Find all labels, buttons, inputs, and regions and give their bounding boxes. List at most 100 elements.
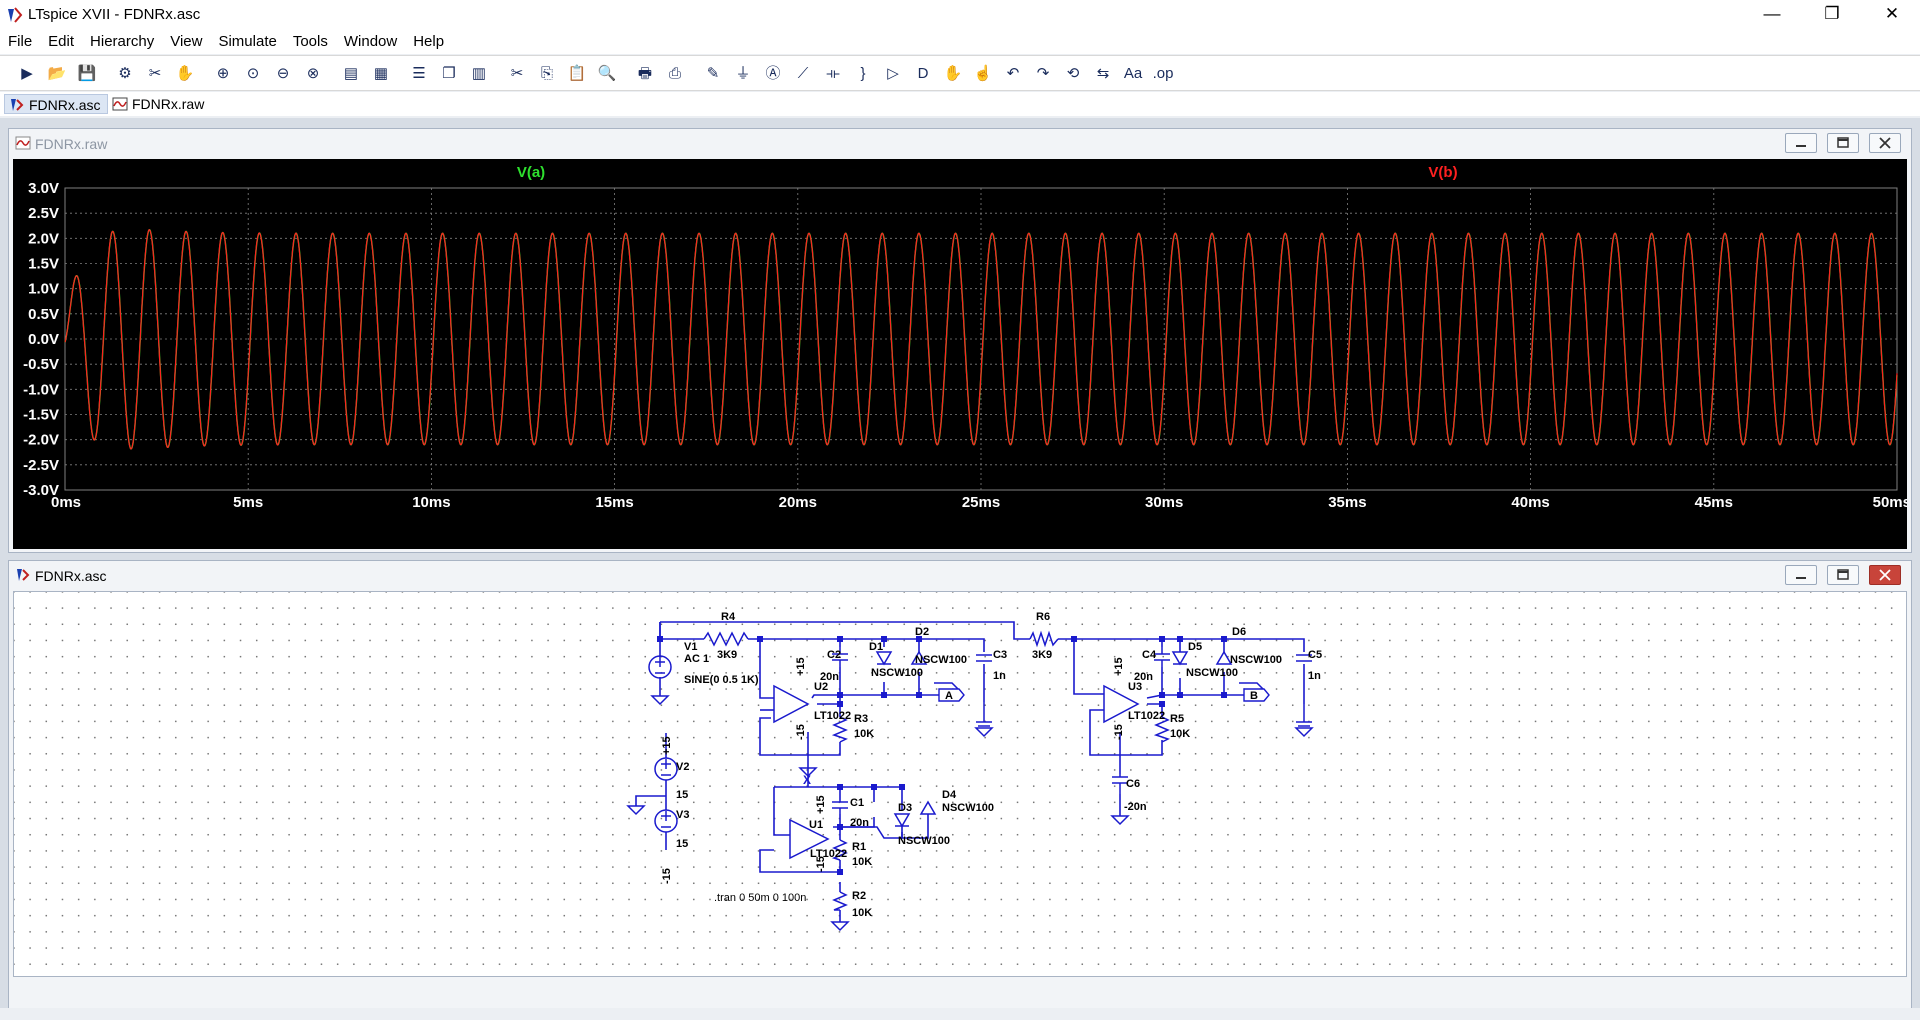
redo-icon[interactable]: ↷ — [1036, 65, 1050, 82]
label-c6: C6 — [1126, 778, 1140, 790]
label-c6-value: -20n — [1124, 801, 1147, 813]
y-tick-label: 0.5V — [28, 306, 59, 323]
menu-file[interactable]: File — [8, 33, 33, 50]
label-r2-value: 10K — [852, 907, 872, 919]
autorange-icon[interactable]: ▤ — [343, 65, 359, 82]
capacitor-icon[interactable]: ⟛ — [826, 65, 840, 82]
ground-icon[interactable]: ⏚ — [735, 65, 751, 82]
x-tick-label: 40ms — [1511, 494, 1549, 511]
menu-tools[interactable]: Tools — [292, 33, 328, 50]
minimize-button[interactable]: — — [1763, 4, 1781, 23]
x-tick-label: 50ms — [1873, 494, 1907, 511]
print-icon[interactable]: 🖶 — [637, 65, 653, 82]
menu-hierarchy[interactable]: Hierarchy — [90, 33, 155, 50]
zoom-in-icon[interactable]: ⊕ — [216, 65, 230, 82]
find-icon[interactable]: 🔍 — [597, 65, 617, 82]
component-icon[interactable]: D — [917, 65, 929, 82]
label-v1: V1 — [684, 641, 697, 653]
schematic-close-button[interactable] — [1869, 565, 1901, 585]
run-icon[interactable]: ▶ — [21, 65, 33, 82]
halt-icon[interactable]: ✂ — [148, 65, 162, 82]
rotate-icon[interactable]: ⟲ — [1066, 65, 1080, 82]
document-tab-bar: FDNRx.asc FDNRx.raw — [0, 92, 1920, 116]
cut-icon[interactable]: ✂ — [510, 65, 524, 82]
tab-schematic-label: FDNRx.asc — [29, 97, 101, 113]
label-r4-value: 3K9 — [717, 649, 737, 661]
zoom-fit-icon[interactable]: ⊗ — [306, 65, 320, 82]
schematic-restore-button[interactable] — [1827, 565, 1859, 585]
zoom-out-icon[interactable]: ⊖ — [276, 65, 290, 82]
text-icon[interactable]: Aa — [1123, 65, 1143, 82]
menu-bar: File Edit Hierarchy View Simulate Tools Window… — [0, 30, 1920, 54]
control-panel-icon[interactable]: ⚙ — [118, 65, 132, 82]
maximize-button[interactable]: ❐ — [1824, 4, 1840, 23]
label-r3-value: 10K — [854, 728, 874, 740]
menu-view[interactable]: View — [170, 33, 203, 50]
schematic-drawing[interactable]: R4 3K9 R6 3K9 V1 AC 1 SINE(0 0.5 1K) C2 … — [14, 592, 1906, 976]
schematic-labels: R4 3K9 R6 3K9 V1 AC 1 SINE(0 0.5 1K) C2 … — [661, 611, 1322, 919]
pencil-icon[interactable]: ✎ — [706, 65, 720, 82]
waveform-minimize-button[interactable] — [1785, 133, 1817, 153]
label-d6: D6 — [1232, 626, 1246, 638]
label-d1-model: NSCW100 — [871, 667, 923, 679]
status-bar — [0, 1008, 1920, 1020]
label-d1: D1 — [869, 641, 883, 653]
open-icon[interactable]: 📂 — [47, 65, 67, 82]
move-icon[interactable]: ✋ — [943, 65, 963, 82]
undo-icon[interactable]: ↶ — [1006, 65, 1020, 82]
tile-vertical-icon[interactable]: ▥ — [471, 65, 487, 82]
x-tick-label: 5ms — [233, 494, 263, 511]
resistor-icon[interactable]: ⟋ — [797, 65, 809, 82]
schematic-canvas[interactable]: R4 3K9 R6 3K9 V1 AC 1 SINE(0 0.5 1K) C2 … — [13, 591, 1907, 977]
waveform-plot[interactable]: 3.0V2.5V2.0V1.5V1.0V0.5V0.0V-0.5V-1.0V-1… — [13, 159, 1911, 549]
schematic-minimize-button[interactable] — [1785, 565, 1817, 585]
label-d2: D2 — [915, 626, 929, 638]
schematic-window-title: FDNRx.asc — [35, 568, 107, 584]
schematic-window-titlebar[interactable]: FDNRx.asc — [9, 561, 1911, 589]
label-net-b: B — [1250, 690, 1258, 702]
label-c3-value: 1n — [993, 670, 1006, 682]
label-net-icon[interactable]: Ⓐ — [765, 65, 781, 82]
zoom-pan-icon[interactable]: ⊙ — [246, 65, 260, 82]
title-bar: LTspice XVII - FDNRx.asc — ❐ ✕ — [0, 0, 1920, 30]
menu-simulate[interactable]: Simulate — [218, 33, 277, 50]
y-tick-label: 2.0V — [28, 230, 59, 247]
pan-hand-icon[interactable]: ✋ — [175, 65, 195, 82]
menu-help[interactable]: Help — [413, 33, 445, 50]
print-setup-icon[interactable]: ⎙ — [668, 65, 681, 82]
cascade-icon[interactable]: ❐ — [442, 65, 456, 82]
spice-directive-icon[interactable]: .op — [1152, 65, 1174, 82]
label-c5-value: 1n — [1308, 670, 1321, 682]
waveform-close-button[interactable] — [1869, 133, 1901, 153]
save-icon[interactable]: 💾 — [77, 65, 97, 82]
drag-icon[interactable]: ☝ — [973, 65, 993, 82]
tab-waveform[interactable]: FDNRx.raw — [108, 94, 210, 114]
mirror-icon[interactable]: ⇆ — [1096, 65, 1110, 82]
tile-horizontal-icon[interactable]: ☰ — [412, 65, 426, 82]
waveform-window-titlebar[interactable]: FDNRx.raw — [9, 129, 1911, 157]
label-r5: R5 — [1170, 713, 1184, 725]
menu-window[interactable]: Window — [343, 33, 398, 50]
menu-edit[interactable]: Edit — [48, 33, 75, 50]
label-u1-model: LT1022 — [810, 848, 847, 860]
inductor-icon[interactable]: } — [860, 65, 866, 82]
x-tick-label: 15ms — [595, 494, 633, 511]
x-tick-label: 35ms — [1328, 494, 1366, 511]
x-tick-label: 25ms — [962, 494, 1000, 511]
label-u3: U3 — [1128, 681, 1142, 693]
tab-schematic[interactable]: FDNRx.asc — [4, 94, 108, 114]
label-c5: C5 — [1308, 649, 1322, 661]
close-button[interactable]: ✕ — [1884, 4, 1900, 23]
label-supply-minus15: -15 — [661, 868, 673, 884]
mark-icon[interactable]: ▦ — [373, 65, 389, 82]
copy-icon[interactable]: ⎘ — [540, 65, 553, 82]
schematic-window: FDNRx.asc — [8, 560, 1912, 1012]
label-v2: V2 — [676, 761, 689, 773]
diode-icon[interactable]: ▷ — [887, 65, 899, 82]
paste-icon[interactable]: 📋 — [567, 65, 587, 82]
label-d4: D4 — [942, 789, 957, 801]
waveform-restore-button[interactable] — [1827, 133, 1859, 153]
